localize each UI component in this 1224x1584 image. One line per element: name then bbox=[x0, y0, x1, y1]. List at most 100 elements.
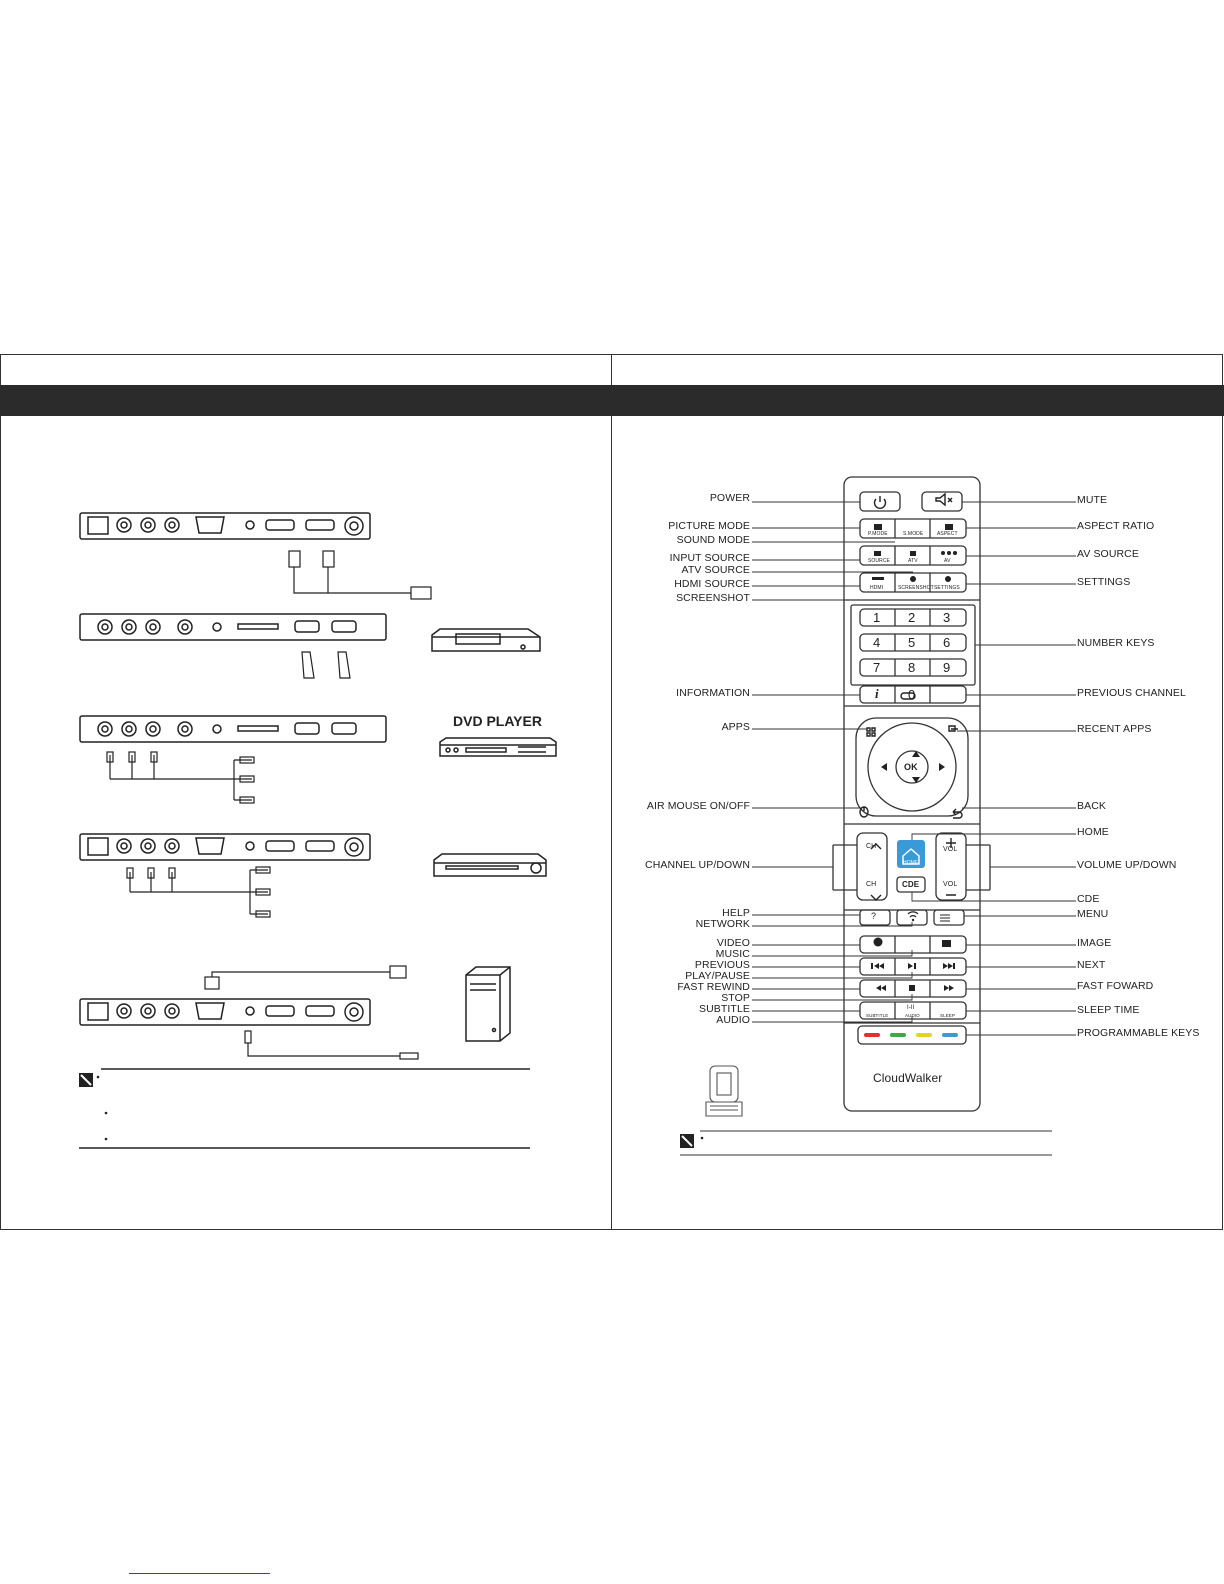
callout-previous: PREVIOUS bbox=[694, 959, 750, 971]
settings-icon bbox=[945, 576, 951, 582]
callout-play-pause: PLAY/PAUSE bbox=[685, 970, 750, 982]
callout-menu: MENU bbox=[1077, 908, 1109, 920]
callout-next: NEXT bbox=[1077, 959, 1106, 971]
tv-port-panel-1 bbox=[79, 512, 371, 540]
recent-apps-icon bbox=[948, 725, 958, 732]
prev-channel-icon bbox=[900, 692, 916, 700]
programmable-key-2 bbox=[890, 1033, 906, 1037]
set-top-box bbox=[431, 628, 541, 652]
callout-back: BACK bbox=[1077, 800, 1106, 812]
tv-port-panel-2 bbox=[79, 613, 387, 641]
footer-link-underline bbox=[129, 1573, 270, 1574]
rewind-icon bbox=[876, 985, 886, 991]
vol-down-key[interactable]: VOL bbox=[943, 881, 958, 888]
aspect-key[interactable]: ASPECT bbox=[937, 531, 958, 537]
av-icon bbox=[941, 551, 945, 555]
apps-icon bbox=[866, 727, 876, 737]
hdmi-key[interactable]: HDMI bbox=[870, 585, 884, 591]
cde-key[interactable]: CDE bbox=[902, 880, 920, 889]
callout-power: POWER bbox=[709, 492, 750, 504]
next-icon bbox=[943, 963, 955, 969]
ch-up-key[interactable]: CH bbox=[866, 843, 877, 850]
screenshot-icon bbox=[910, 576, 916, 582]
ok-key[interactable]: OK bbox=[904, 762, 918, 772]
page-divider bbox=[611, 354, 612, 1230]
play-pause-icon bbox=[908, 963, 916, 969]
ch-arrows-icon bbox=[870, 843, 882, 901]
menu-icon bbox=[940, 914, 950, 922]
callout-av-source: AV SOURCE bbox=[1077, 548, 1139, 560]
hdmi-cable bbox=[288, 550, 432, 600]
mute-icon bbox=[935, 492, 953, 507]
callout-previous-channel: PREVIOUS CHANNEL bbox=[1077, 687, 1186, 699]
ch-down-key[interactable]: CH bbox=[866, 881, 877, 888]
callout-fast-rewind: FAST REWIND bbox=[677, 981, 750, 993]
subtitle-key[interactable]: SUBTITLE bbox=[866, 1013, 889, 1018]
number-key-5[interactable]: 5 bbox=[908, 635, 916, 650]
note-box-left bbox=[79, 1068, 530, 1149]
callout-information: INFORMATION bbox=[676, 687, 750, 699]
callout-volume-up-down: VOLUME UP/DOWN bbox=[1077, 859, 1177, 871]
number-key-9[interactable]: 9 bbox=[943, 660, 951, 675]
sleep-key[interactable]: SLEEP bbox=[940, 1013, 956, 1018]
number-key-4[interactable]: 4 bbox=[873, 635, 881, 650]
pc-audio-cable bbox=[244, 1030, 419, 1060]
callout-hdmi-source: HDMI SOURCE bbox=[674, 578, 750, 590]
help-key[interactable]: ? bbox=[871, 911, 877, 921]
number-key-8[interactable]: 8 bbox=[908, 660, 916, 675]
callout-air-mouse: AIR MOUSE ON/OFF bbox=[646, 800, 750, 812]
callout-sound-mode: SOUND MODE bbox=[676, 534, 750, 546]
settings-key[interactable]: SETTINGS bbox=[934, 585, 960, 591]
number-key-1[interactable]: 1 bbox=[873, 610, 881, 625]
callout-fast-foward: FAST FOWARD bbox=[1077, 980, 1154, 992]
home-key-label[interactable]: HOME bbox=[903, 860, 919, 866]
network-icon bbox=[907, 911, 919, 918]
back-icon bbox=[952, 808, 963, 819]
callout-apps: APPS bbox=[721, 721, 750, 733]
callout-aspect-ratio: ASPECT RATIO bbox=[1077, 520, 1155, 532]
home-key bbox=[897, 840, 925, 868]
number-key-3[interactable]: 3 bbox=[943, 610, 951, 625]
av-device bbox=[433, 853, 547, 877]
brand-logo: CloudWalker bbox=[873, 1071, 943, 1085]
pc-tower bbox=[465, 966, 511, 1042]
dvd-player-label: DVD PLAYER bbox=[453, 713, 542, 729]
p-mode-key[interactable]: P.MODE bbox=[868, 531, 888, 537]
s-mode-key[interactable]: S.MODE bbox=[903, 531, 924, 537]
av-key[interactable]: AV bbox=[944, 558, 951, 564]
number-key-2[interactable]: 2 bbox=[908, 610, 916, 625]
usb-dongle bbox=[705, 1065, 743, 1117]
audio-key[interactable]: AUDIO bbox=[905, 1013, 920, 1018]
callout-recent-apps: RECENT APPS bbox=[1077, 723, 1152, 735]
callout-home: HOME bbox=[1077, 826, 1109, 838]
video-icon bbox=[873, 937, 883, 947]
network-dot bbox=[911, 918, 915, 922]
vol-icon bbox=[946, 838, 956, 896]
screenshot-key[interactable]: SCREENSHOT bbox=[898, 585, 934, 591]
callout-audio: AUDIO bbox=[716, 1014, 750, 1026]
atv-key[interactable]: ATV bbox=[908, 558, 918, 564]
atv-icon bbox=[910, 551, 916, 556]
power-icon bbox=[873, 496, 887, 509]
callout-cde: CDE bbox=[1077, 893, 1100, 905]
callout-subtitle: SUBTITLE bbox=[699, 1003, 750, 1015]
mouse-icon bbox=[859, 806, 869, 818]
av-cable-3 bbox=[106, 751, 255, 804]
callout-programmable-keys: PROGRAMMABLE KEYS bbox=[1077, 1027, 1200, 1039]
programmable-keys bbox=[864, 1033, 958, 1037]
number-key-7[interactable]: 7 bbox=[873, 660, 881, 675]
info-key[interactable]: i bbox=[875, 686, 879, 701]
hdmi-icon bbox=[872, 577, 884, 580]
vol-up-key[interactable]: VOL bbox=[943, 846, 958, 853]
leader-lines bbox=[752, 501, 1076, 1036]
callout-video: VIDEO bbox=[716, 937, 750, 949]
number-key-6[interactable]: 6 bbox=[943, 635, 951, 650]
audio-glyph[interactable]: I-II bbox=[907, 1005, 915, 1011]
source-key[interactable]: SOURCE bbox=[868, 558, 890, 564]
stop-icon bbox=[909, 985, 915, 991]
callout-help: HELP bbox=[722, 907, 750, 919]
number-key-0[interactable]: 0 bbox=[908, 687, 916, 702]
aspect-icon bbox=[945, 524, 953, 530]
pc-vga-cable bbox=[204, 965, 407, 990]
callout-mute: MUTE bbox=[1077, 494, 1108, 506]
